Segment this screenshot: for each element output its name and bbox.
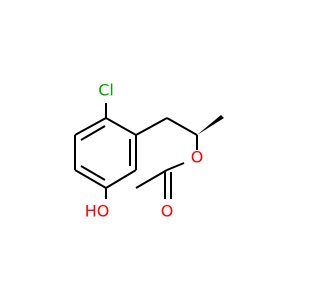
bond-c4-c3 xyxy=(166,117,198,136)
bond-c8-c8a xyxy=(105,169,137,189)
atom-label-layer: Cl O O HO xyxy=(85,81,204,221)
bond-c1-c8a xyxy=(135,169,168,189)
bond-c5-c6 xyxy=(74,117,107,136)
chlorine-label: Cl xyxy=(98,81,114,100)
bond-c7-c8-inner xyxy=(80,165,106,181)
carbonyl-oxygen-label: O xyxy=(161,202,174,221)
bond-layer xyxy=(74,103,224,199)
bond-c5-c6-inner xyxy=(80,125,106,141)
bond-c4a-c5 xyxy=(105,117,137,136)
canvas-background xyxy=(0,0,300,300)
ring-oxygen-label: O xyxy=(191,148,204,167)
bond-c4a-c4 xyxy=(135,117,168,136)
molecule-structure: Cl O O HO xyxy=(0,0,300,300)
hydroxyl-label: HO xyxy=(85,202,110,221)
bond-o2-c1 xyxy=(166,162,185,171)
bond-c7-c8 xyxy=(74,169,107,189)
stereo-wedge-methyl xyxy=(197,115,224,135)
